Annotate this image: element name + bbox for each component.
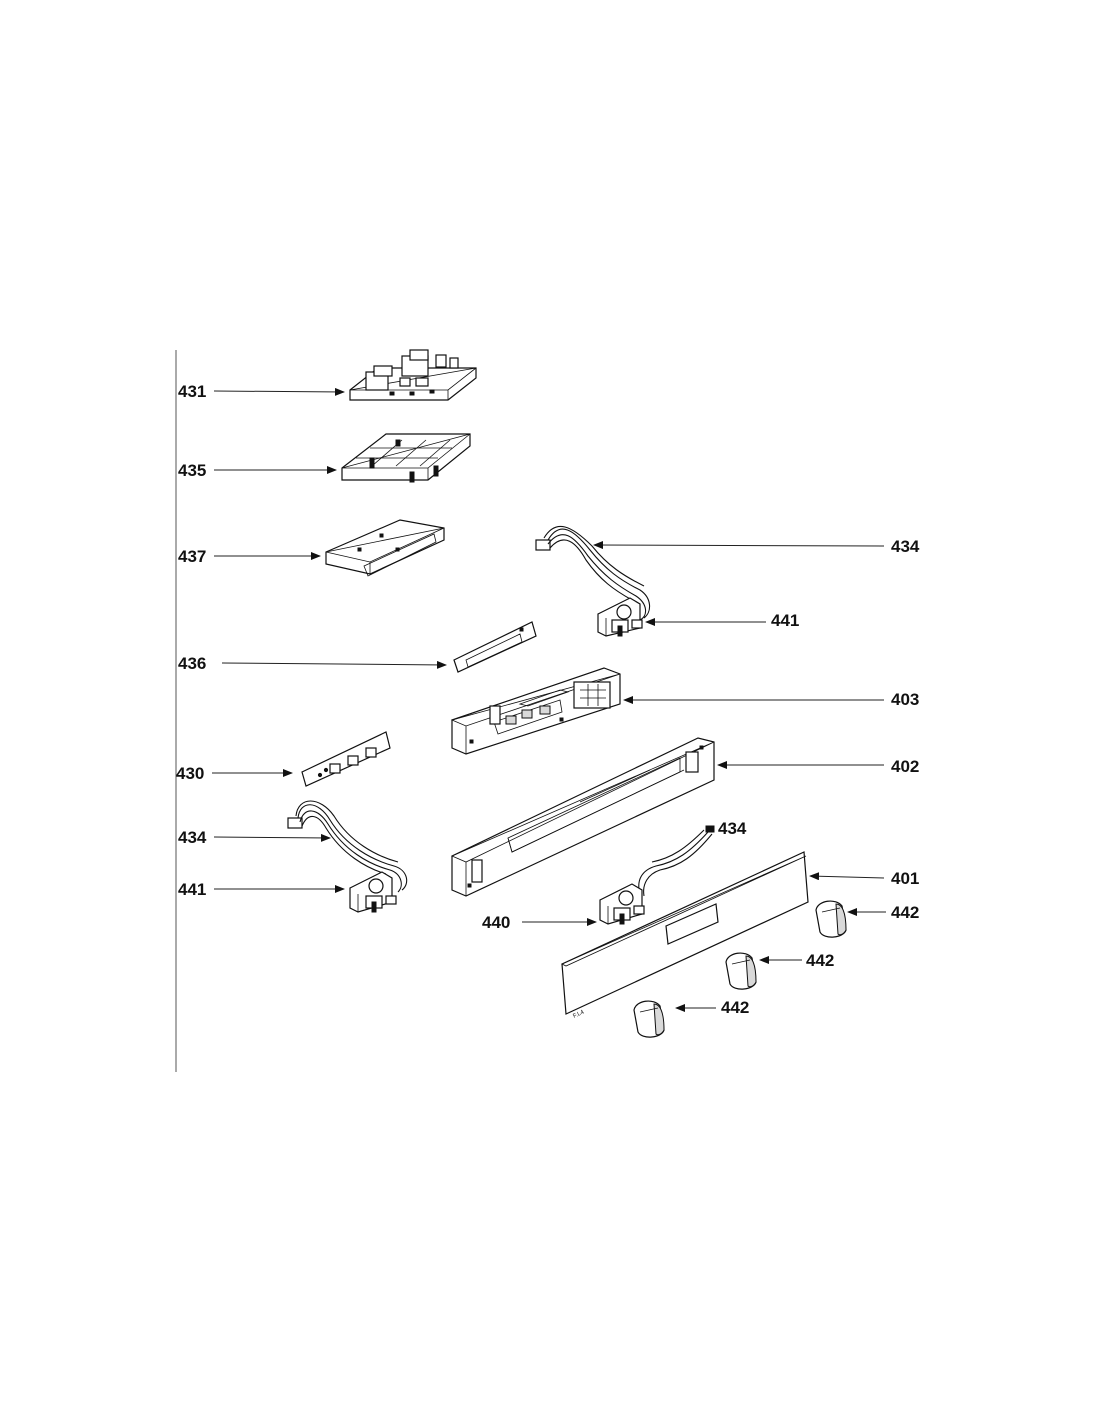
label-441-left: 441 bbox=[178, 880, 206, 899]
part-434-wire-harness-mid bbox=[638, 825, 715, 897]
label-440: 440 bbox=[482, 913, 510, 932]
part-435-board-tray bbox=[341, 433, 471, 483]
leader-436 bbox=[221, 660, 447, 669]
part-401-front-fascia: F.L4 bbox=[561, 851, 809, 1020]
part-402-inner-frame bbox=[450, 737, 715, 897]
label-402: 402 bbox=[891, 757, 919, 776]
part-431-control-board bbox=[349, 349, 477, 401]
label-434-top: 434 bbox=[891, 537, 920, 556]
part-441-switch-left bbox=[349, 871, 397, 913]
label-401: 401 bbox=[891, 869, 919, 888]
label-442-a: 442 bbox=[891, 903, 919, 922]
label-437: 437 bbox=[178, 547, 206, 566]
part-434-wire-harness-top bbox=[535, 525, 651, 621]
part-441-switch-top bbox=[597, 597, 643, 637]
label-436: 436 bbox=[178, 654, 206, 673]
svg-text:F.L4: F.L4 bbox=[572, 1009, 585, 1020]
label-434-left: 434 bbox=[178, 828, 207, 847]
part-442-knob-b bbox=[725, 952, 757, 990]
label-441-top: 441 bbox=[771, 611, 799, 630]
part-430-button-board bbox=[301, 731, 391, 787]
leader-434-top bbox=[593, 541, 885, 550]
leader-431 bbox=[213, 387, 345, 396]
part-434-wire-harness-left bbox=[287, 800, 408, 893]
part-437-cover-plate bbox=[325, 519, 445, 577]
label-403: 403 bbox=[891, 690, 919, 709]
label-430: 430 bbox=[176, 764, 204, 783]
leader-434-left bbox=[213, 833, 331, 842]
label-442-c: 442 bbox=[721, 998, 749, 1017]
part-403-circuit-panel bbox=[450, 667, 621, 755]
leader-401 bbox=[809, 872, 885, 881]
part-442-knob-c bbox=[633, 1000, 665, 1038]
label-431: 431 bbox=[178, 382, 206, 401]
part-442-knob-a bbox=[815, 900, 847, 938]
part-440-switch bbox=[599, 883, 645, 925]
label-434-mid: 434 bbox=[718, 819, 747, 838]
label-442-b: 442 bbox=[806, 951, 834, 970]
label-435: 435 bbox=[178, 461, 206, 480]
part-436-display-strip bbox=[453, 621, 537, 673]
